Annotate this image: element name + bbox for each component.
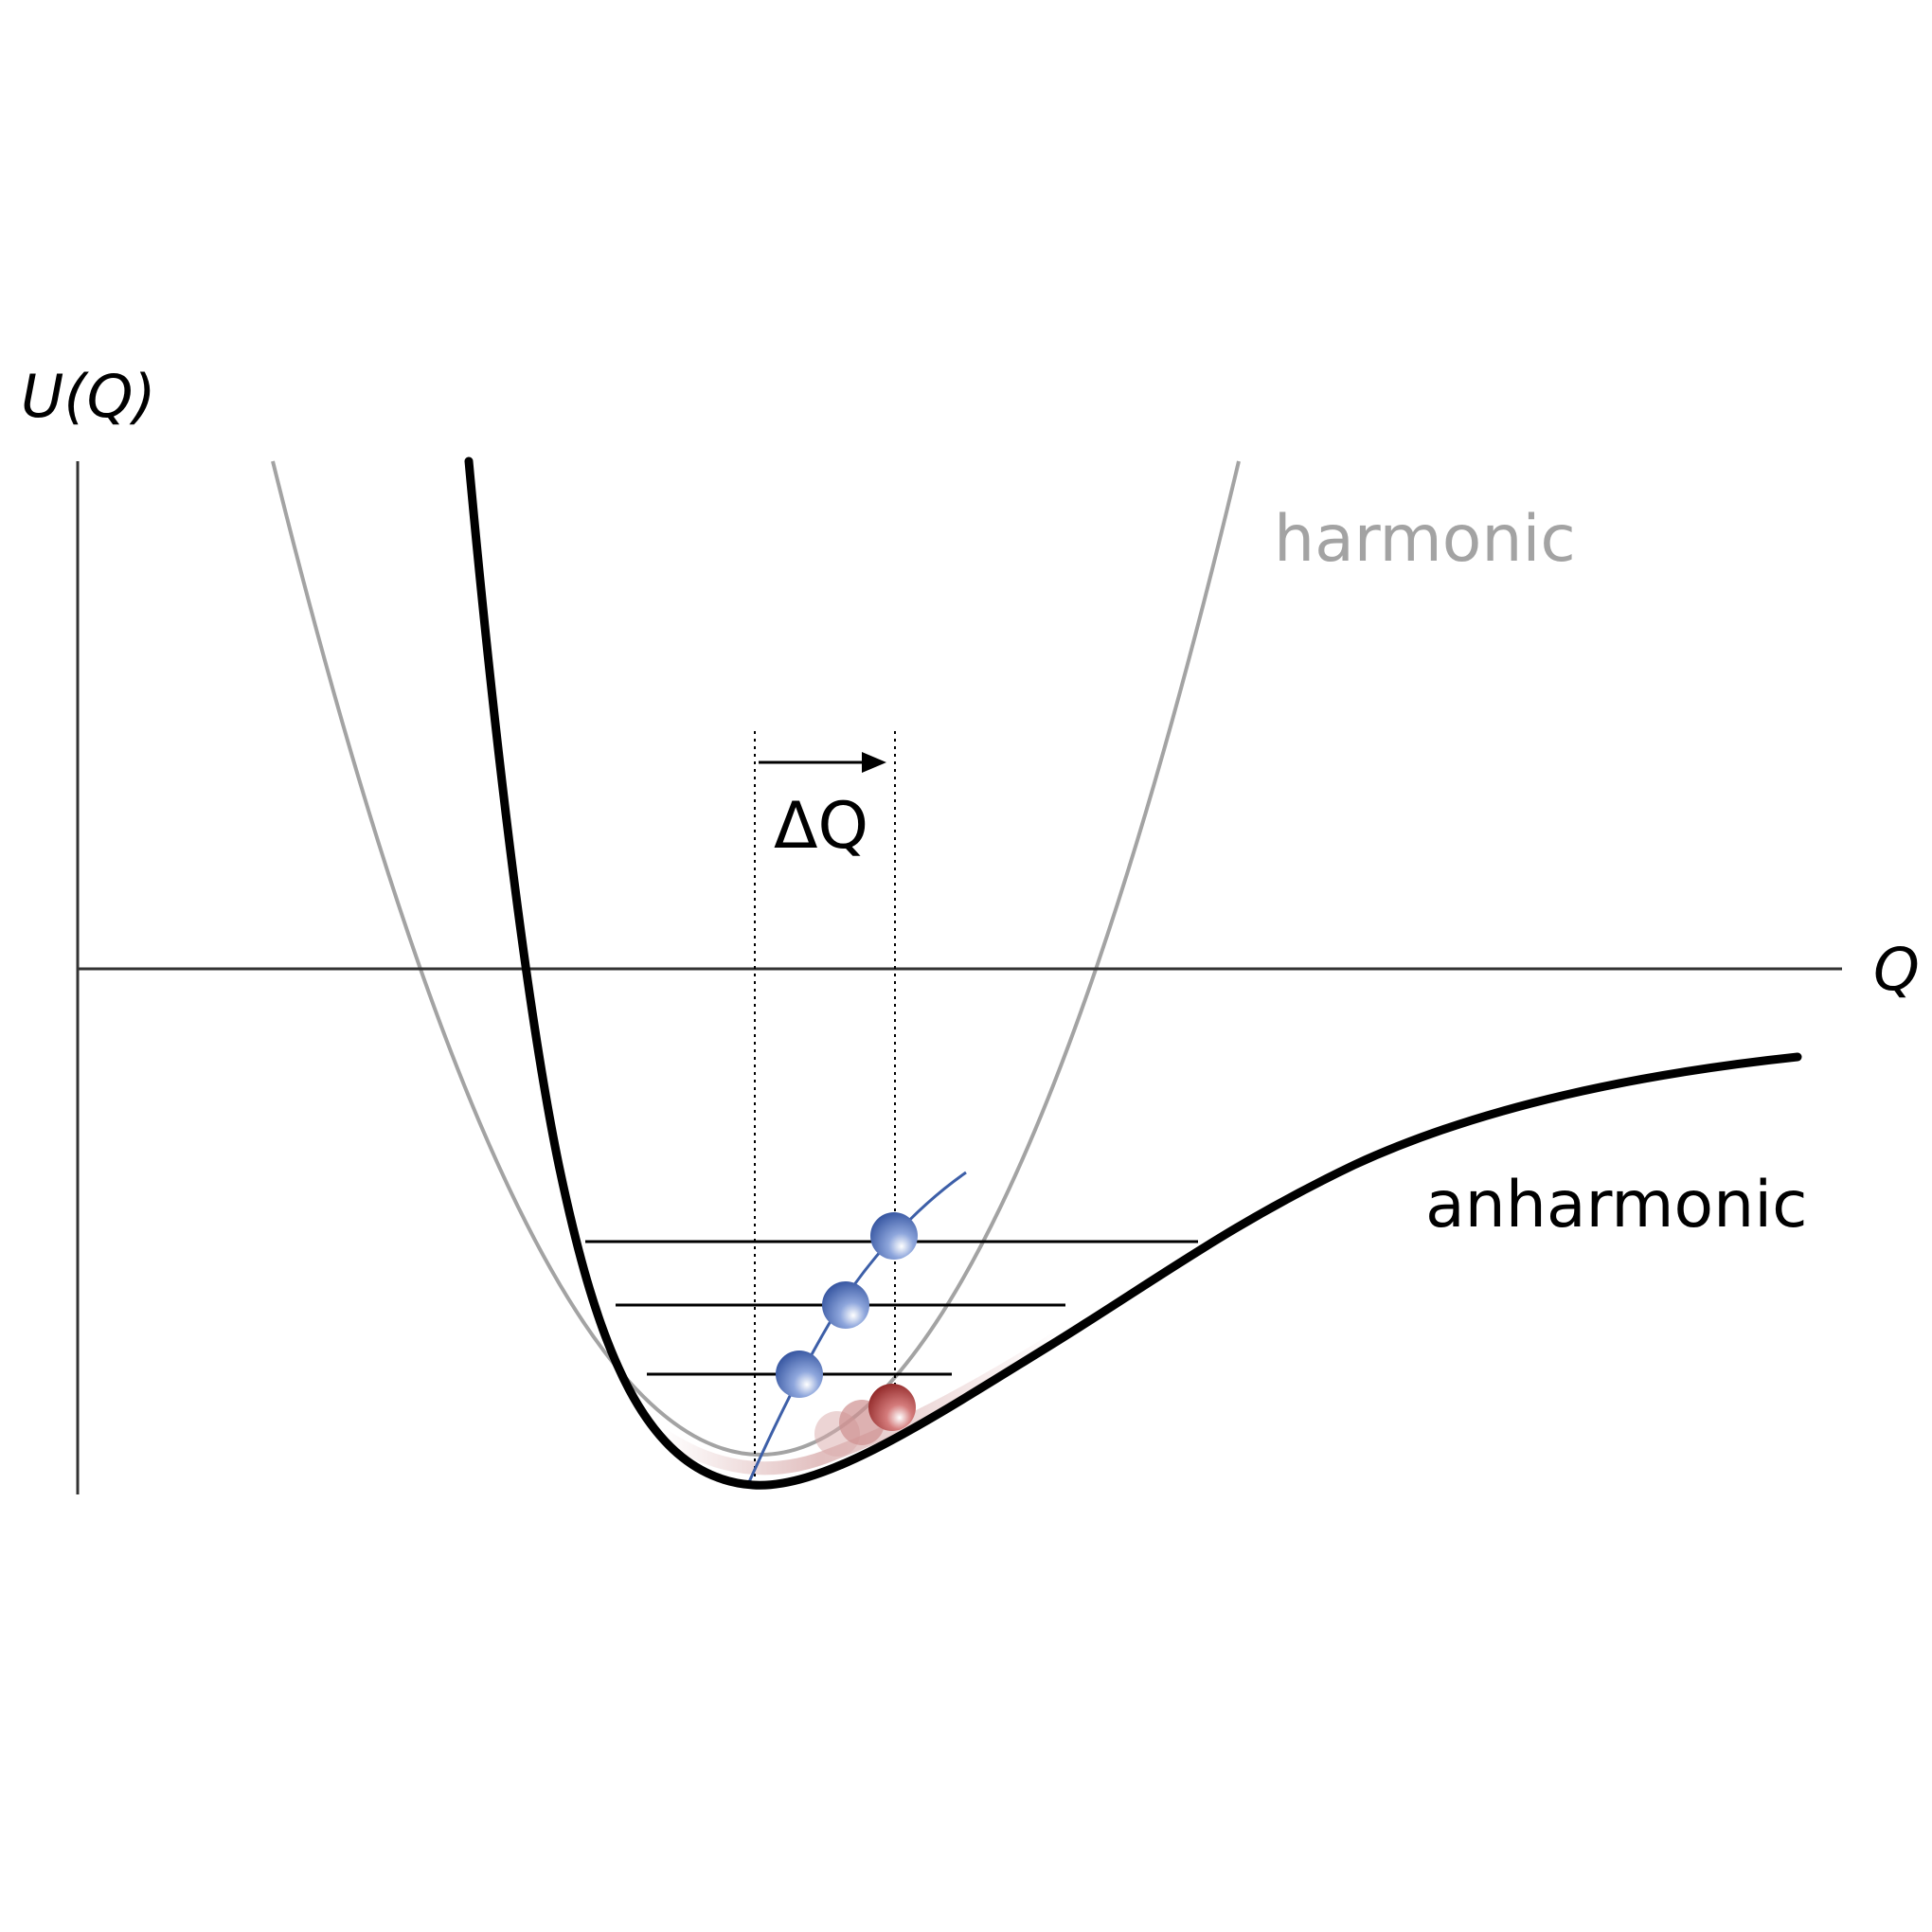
quantum-ball-level-2 bbox=[822, 1281, 869, 1329]
x-axis-label: Q bbox=[1873, 935, 1920, 1004]
classical-ball bbox=[868, 1384, 916, 1431]
delta-q-label: ΔQ bbox=[774, 789, 868, 864]
shift-arrowhead bbox=[862, 752, 886, 773]
y-axis-label: U(Q) bbox=[21, 362, 156, 431]
anharmonic-label: anharmonic bbox=[1425, 1168, 1808, 1243]
quantum-ball-level-1 bbox=[776, 1351, 823, 1398]
quantum-ball-level-3 bbox=[870, 1212, 918, 1260]
harmonic-label: harmonic bbox=[1274, 502, 1576, 577]
anharmonic-curve bbox=[464, 456, 1802, 1490]
